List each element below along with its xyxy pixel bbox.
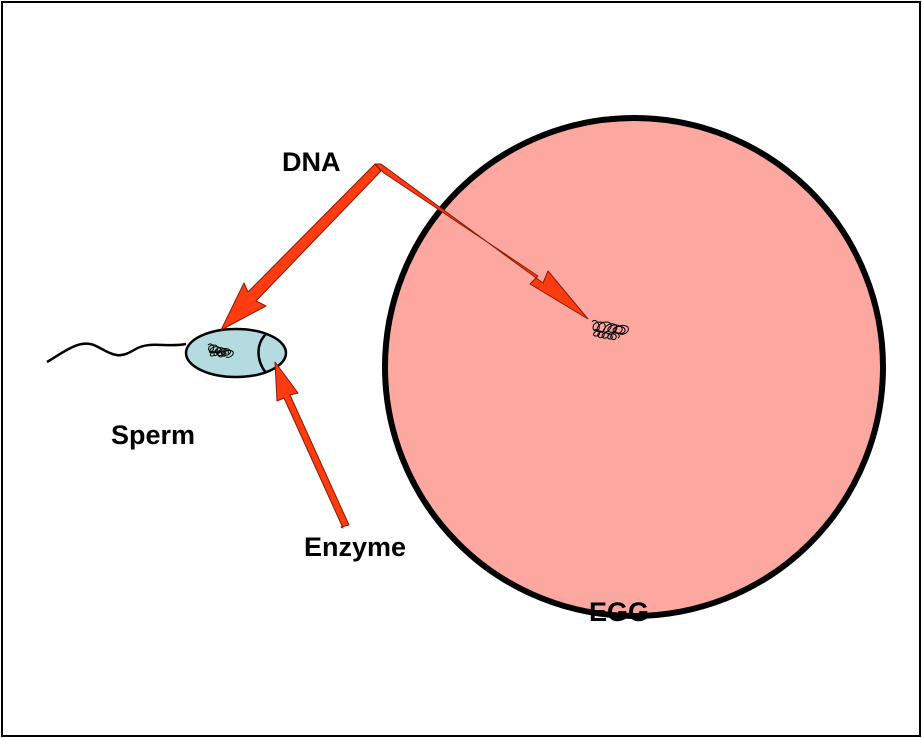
label-sperm: Sperm	[111, 420, 195, 450]
sperm-tail	[47, 344, 186, 362]
label-dna: DNA	[282, 147, 341, 177]
egg-cell	[385, 118, 883, 616]
sperm-head	[186, 329, 286, 377]
label-egg: EGG	[589, 597, 649, 627]
enzyme-to-acrosome-arrow	[275, 362, 349, 528]
dna-to-sperm-arrow	[221, 164, 381, 330]
label-enzyme: Enzyme	[304, 532, 406, 562]
